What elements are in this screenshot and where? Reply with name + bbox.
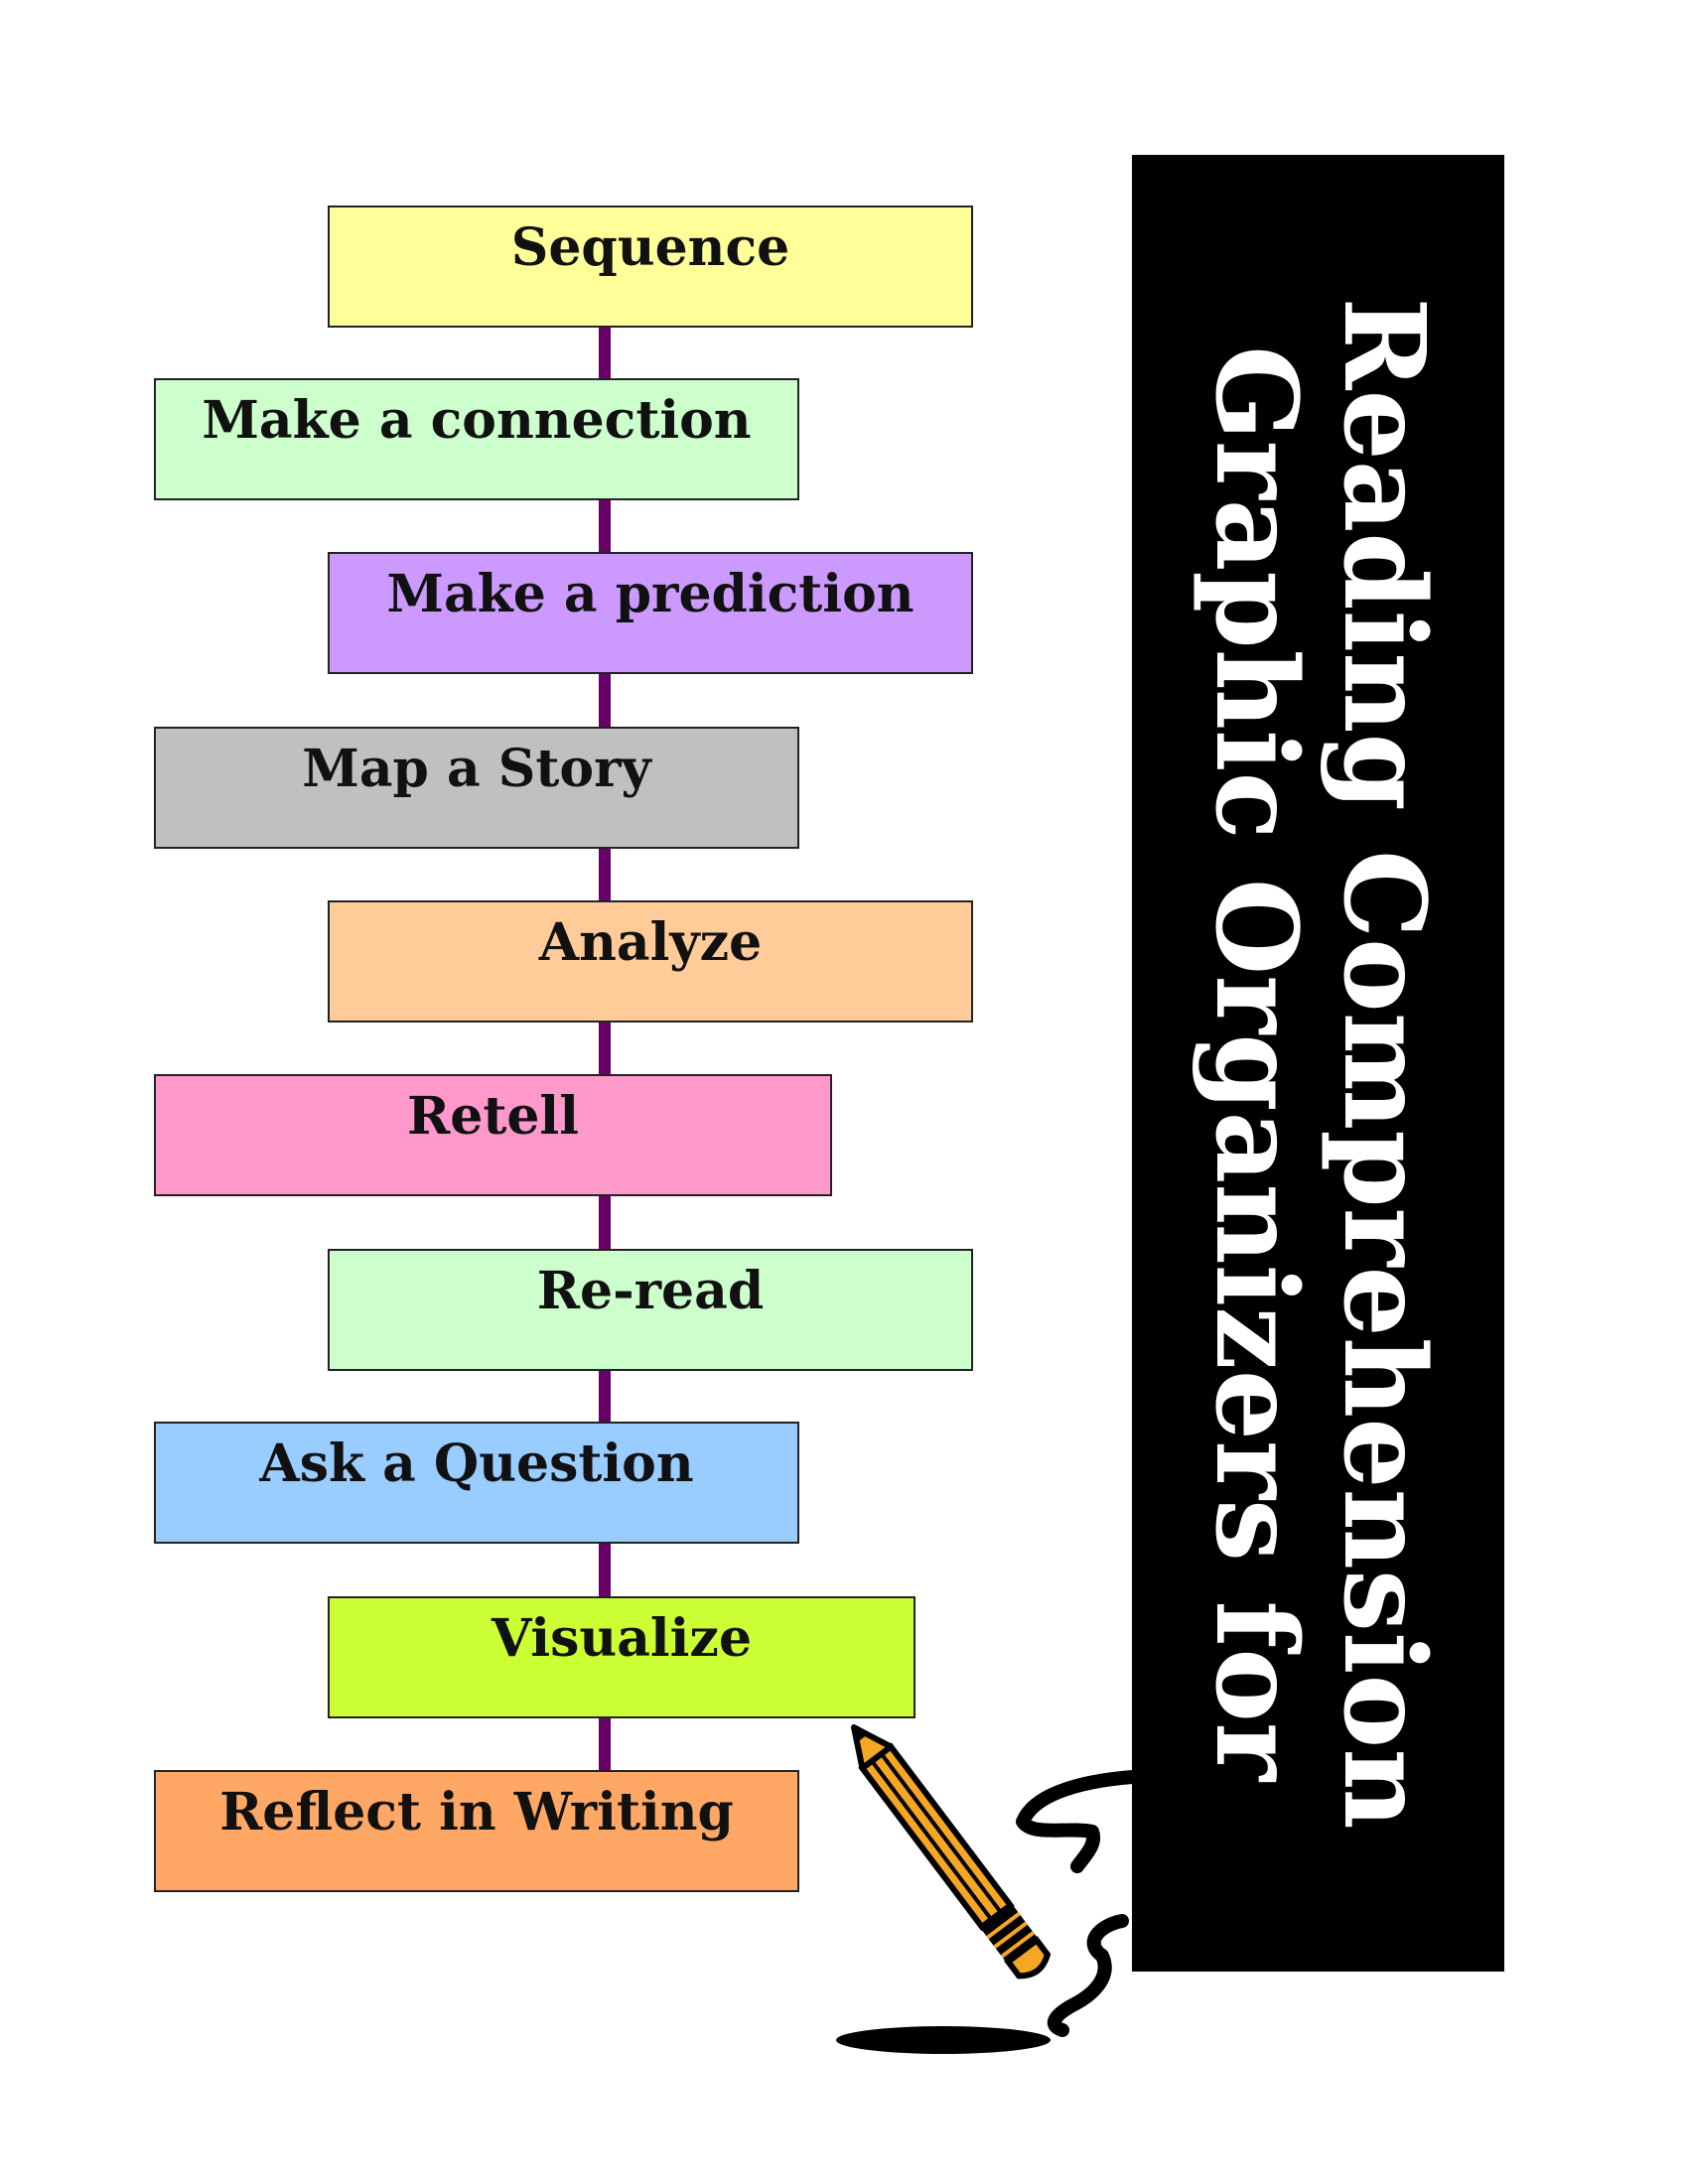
step-label: Analyze <box>538 912 763 973</box>
step-map-a-story: Map a Story <box>154 727 799 849</box>
step-make-a-prediction: Make a prediction <box>328 552 973 674</box>
vertical-connector-line <box>599 326 611 1785</box>
pencil-icon <box>836 1724 1139 2054</box>
title-line-2: Reading Comprehension <box>1318 297 1449 1830</box>
step-reflect-in-writing: Reflect in Writing <box>154 1770 799 1892</box>
step-re-read: Re-read <box>328 1249 973 1371</box>
page-title: Graphic Organizers for Reading Comprehen… <box>1190 297 1449 1830</box>
step-label: Reflect in Writing <box>219 1782 734 1843</box>
step-label: Make a connection <box>202 390 752 451</box>
step-label: Retell <box>407 1086 579 1147</box>
title-line-1: Graphic Organizers for <box>1190 345 1321 1781</box>
step-label: Sequence <box>510 217 790 278</box>
step-label: Ask a Question <box>259 1433 694 1494</box>
step-visualize: Visualize <box>328 1596 915 1718</box>
step-analyze: Analyze <box>328 900 973 1023</box>
step-sequence: Sequence <box>328 205 973 328</box>
step-label: Map a Story <box>302 739 651 799</box>
step-retell: Retell <box>154 1074 832 1196</box>
step-ask-a-question: Ask a Question <box>154 1422 799 1544</box>
step-label: Make a prediction <box>386 564 914 624</box>
step-label: Visualize <box>491 1608 753 1669</box>
step-make-a-connection: Make a connection <box>154 378 799 500</box>
step-label: Re-read <box>536 1261 765 1321</box>
title-panel: Graphic Organizers for Reading Comprehen… <box>1132 155 1504 1972</box>
